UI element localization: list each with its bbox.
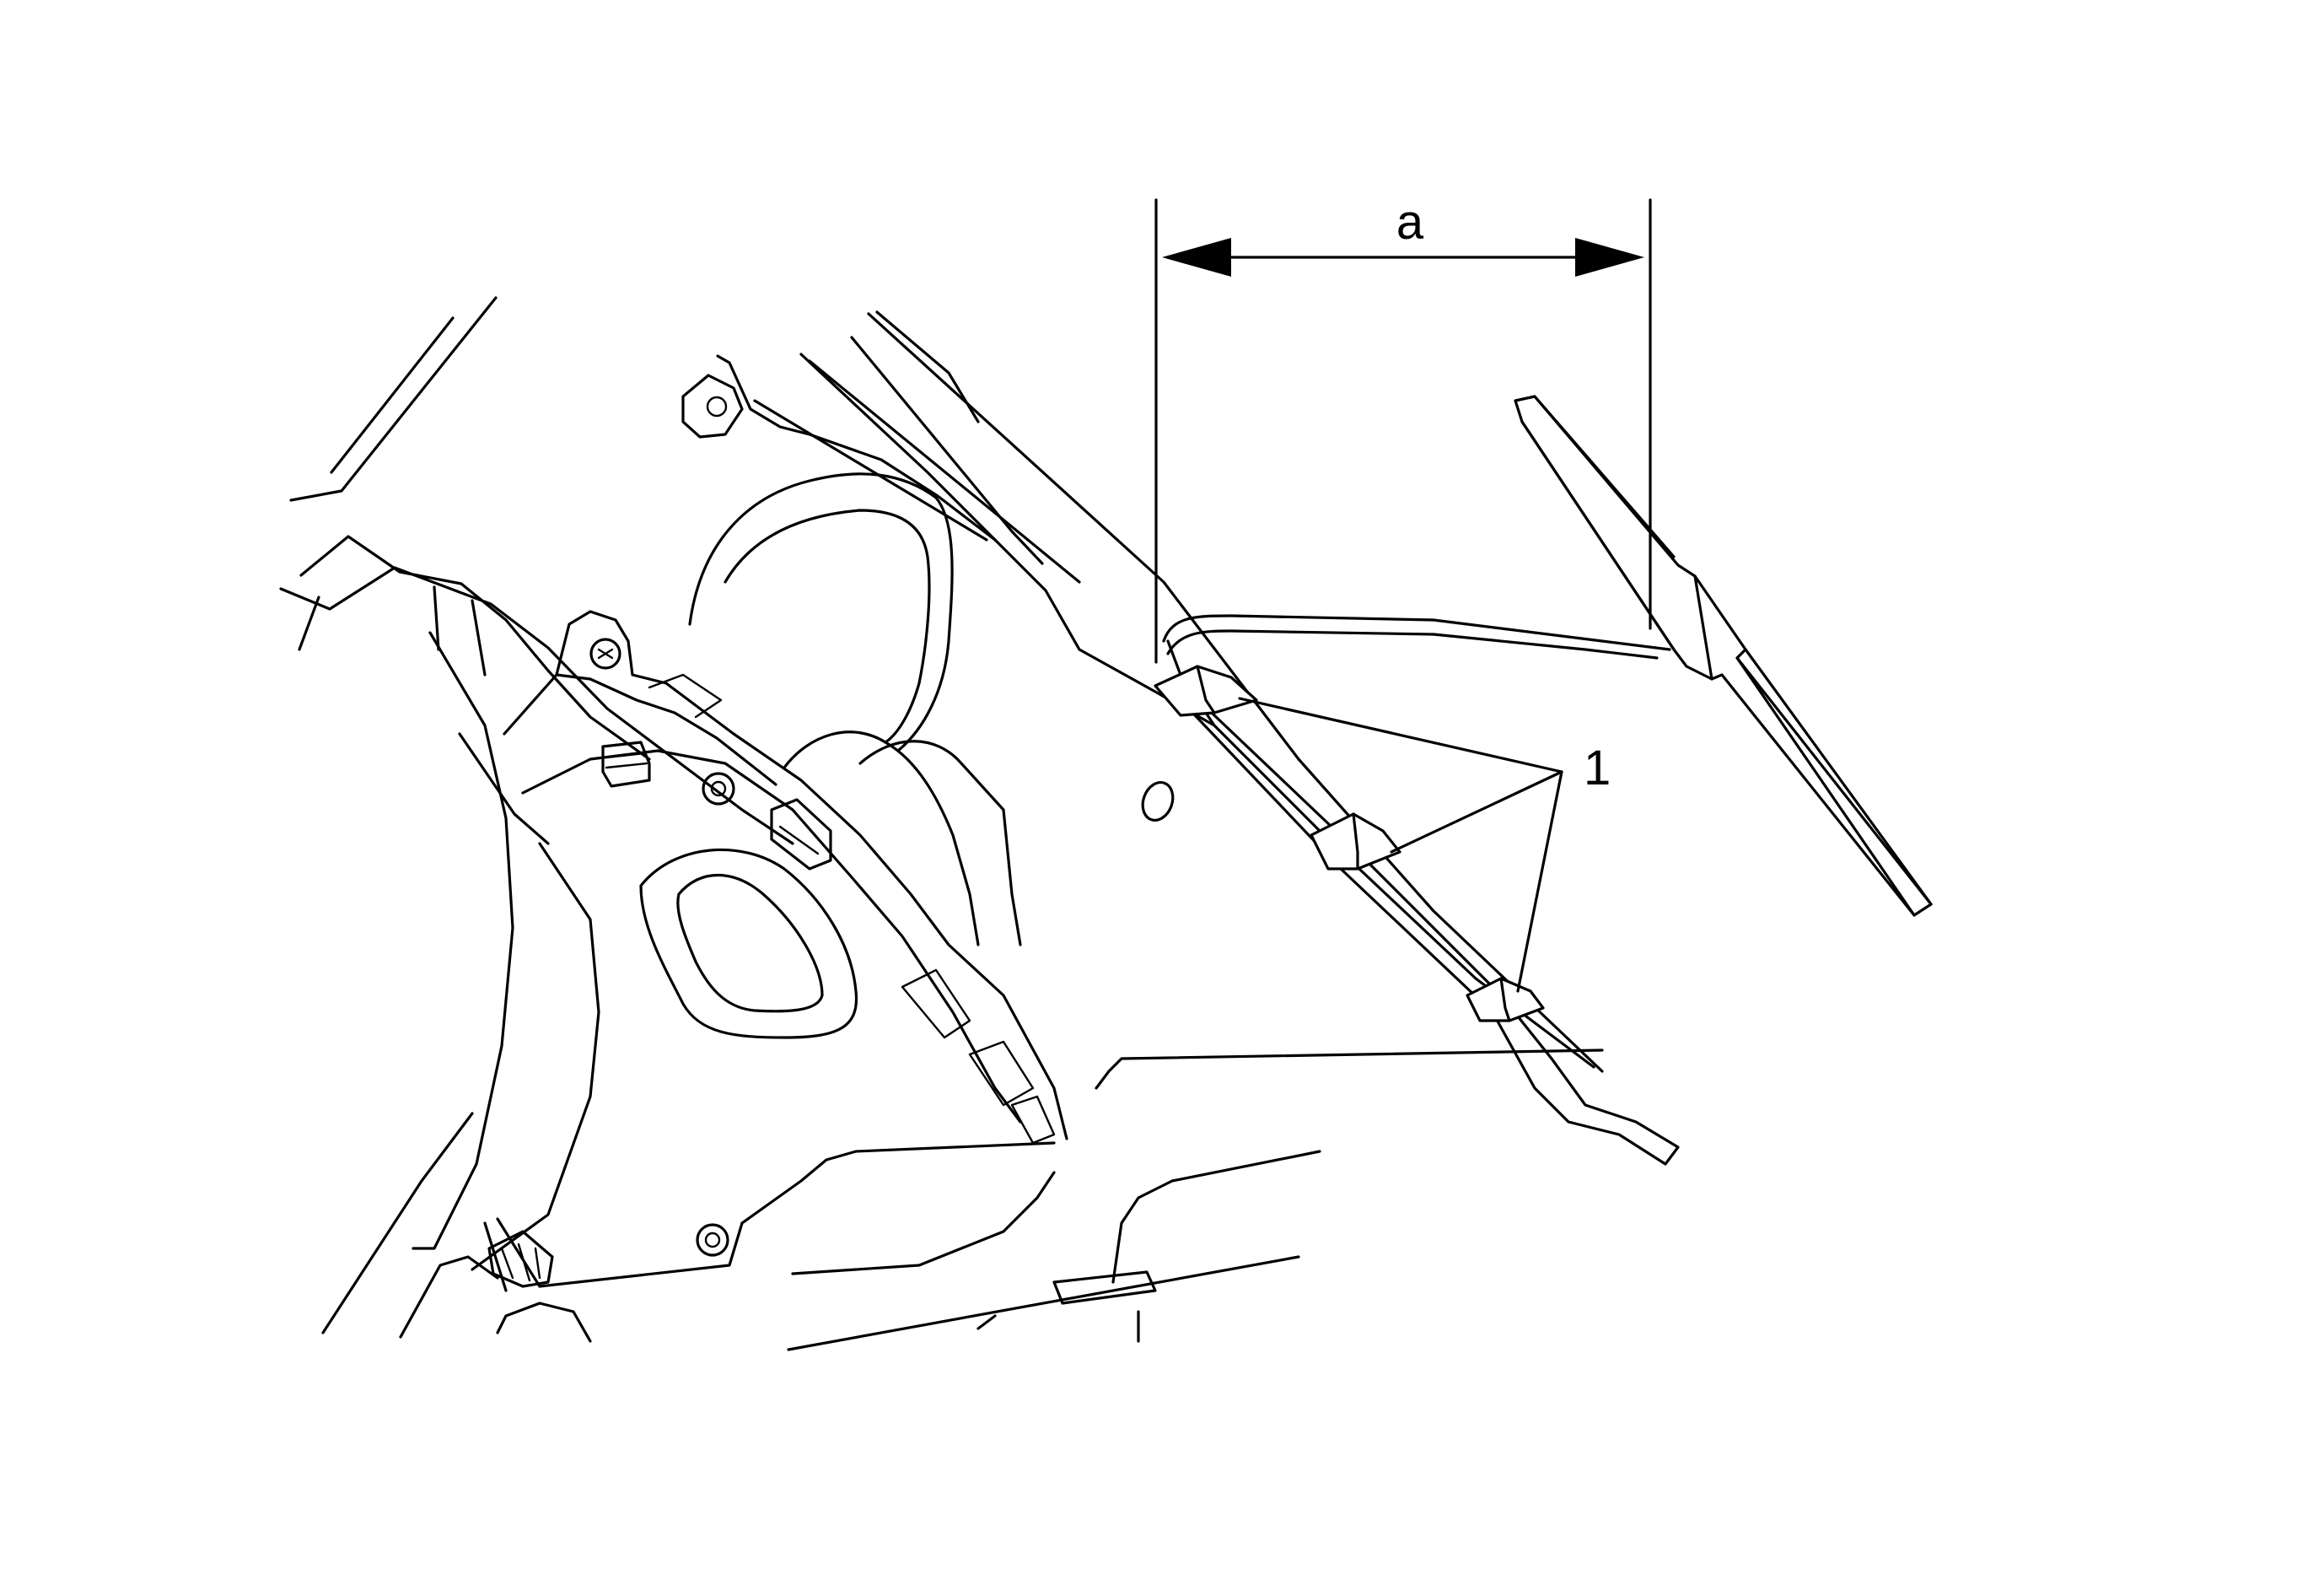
harness-clip-upper xyxy=(1154,665,1258,717)
detached-trim-strip xyxy=(1514,395,1933,917)
harness-clips xyxy=(1154,665,1545,1022)
floor-anchor-clip xyxy=(487,1230,554,1288)
dimension-arrow-left xyxy=(1162,238,1231,277)
callout-1: 1 xyxy=(1238,697,1611,993)
quarter-panel-structure xyxy=(279,296,794,1343)
dimension-arrow-right xyxy=(1575,238,1644,277)
cargo-floor xyxy=(487,1048,1604,1351)
dimension-a: a xyxy=(1154,195,1652,664)
harness-clip-lower xyxy=(1466,977,1545,1022)
leader-line-upper xyxy=(1238,697,1563,774)
leader-line-lower xyxy=(1516,770,1563,993)
seat-belt-guide-bracket xyxy=(503,610,1068,1145)
dimension-label: a xyxy=(1396,195,1424,250)
callout-label: 1 xyxy=(1584,741,1611,795)
leader-line-middle xyxy=(1390,770,1563,854)
retainer-clip xyxy=(681,374,744,439)
harness-clip-middle xyxy=(1310,812,1401,871)
